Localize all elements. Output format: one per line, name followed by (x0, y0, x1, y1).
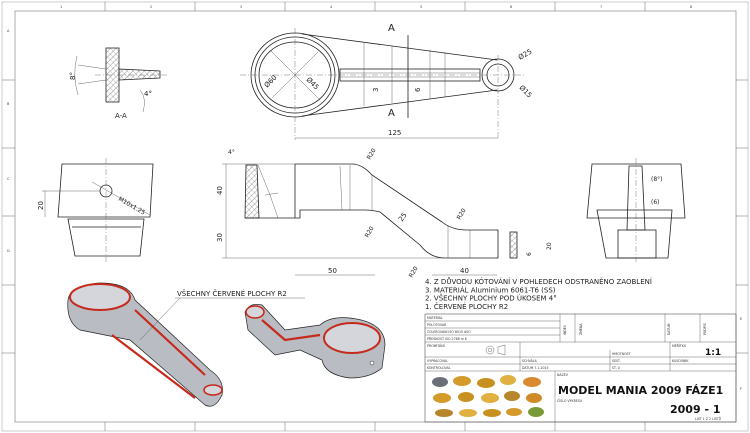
section-marker-a-bottom: A (388, 108, 395, 119)
tb-change: ZMĚNA (578, 323, 583, 335)
dim-draft-4: 4° (228, 149, 235, 156)
right-width-dim: (6) (651, 199, 660, 206)
angle-dim: 8° (69, 72, 77, 80)
ruler-row: B (7, 102, 10, 106)
ruler-col: 3 (240, 5, 242, 9)
tb-date-col: DATUM (667, 323, 671, 335)
dim-6: 6 (526, 252, 533, 256)
tb-checked: KONTROLOVAL (427, 366, 451, 370)
tb-st-v: ST. V. (612, 366, 621, 370)
draft-dim: 4° (144, 90, 152, 98)
ruler-col: 2 (150, 5, 152, 9)
dim-d60: Ø60 (263, 74, 279, 90)
projection-symbol-icon (485, 344, 506, 356)
ruler-col: 5 (420, 5, 422, 9)
model-mania-thumbnails (432, 375, 544, 417)
dim-40-bottom: 40 (460, 267, 469, 275)
note-4: 4. Z DŮVODU KÓTOVÁNÍ V POHLEDECH ODSTRAN… (425, 277, 652, 286)
note-2: 2. VŠECHNY PLOCHY POD ÚKOSEM 4° (425, 294, 557, 303)
dim-r20-1: R20 (366, 147, 378, 161)
dim-r20-3: R20 (364, 225, 376, 239)
dim-30: 30 (216, 233, 224, 242)
tb-approved: SCHVÁLIL (522, 358, 538, 363)
right-view: (8°) (6) (586, 158, 686, 262)
dim-d25: Ø25 (517, 48, 533, 62)
ruler-col: 7 (600, 5, 602, 9)
tb-pieces: KUSOVNÍK (672, 358, 689, 363)
dim-r20-4: R20 (408, 265, 420, 279)
tb-signature: PODPIS (703, 323, 707, 335)
tb-name-label: NÁZEV (557, 372, 569, 377)
dim-rib-3: 3 (372, 88, 380, 92)
dim-40: 40 (216, 186, 224, 195)
title-block: MATERIÁL POLOTOVAR TOLEROVÁNÍ ISO 8015 A… (424, 313, 737, 423)
drawing-number: 2009 - 1 (670, 403, 721, 416)
tb-precision: PŘESNOST ISO 2768 m K (427, 336, 468, 341)
dim-50: 50 (328, 267, 337, 275)
tb-sest: SEST. (612, 359, 621, 363)
dim-20-right: 20 (546, 242, 553, 250)
top-view: A A Ø60 Ø45 Ø25 Ø15 3 6 125 (240, 23, 533, 140)
dim-r20-2: R20 (456, 207, 468, 221)
section-view-a-a: 8° 4° A-A (69, 47, 168, 120)
ruler-row: F (740, 387, 742, 391)
ruler-row: E (740, 317, 742, 321)
tb-material: MATERIÁL (427, 315, 443, 320)
thread-dim: M10x1.25 (117, 196, 146, 217)
front-view: 40 30 4° 50 40 25 R20 R20 R20 R20 6 20 (216, 147, 553, 279)
dim-length-125: 125 (388, 129, 401, 137)
ruler-row: D (7, 249, 10, 253)
note-1: 1. ČERVENÉ PLOCHY R2 (425, 302, 508, 311)
section-label: A-A (115, 112, 127, 120)
ruler-col: 8 (690, 5, 692, 9)
isometric-part-1 (67, 282, 223, 407)
ruler-col: 6 (510, 5, 512, 9)
tb-date: DATUM 7.1.2015 (522, 366, 549, 370)
tb-mass: HMOTNOST (612, 352, 631, 356)
section-marker-a-top: A (388, 23, 395, 34)
isometric-part-2 (244, 303, 386, 379)
tb-tolerance: TOLEROVÁNÍ ISO 8015 AVO (426, 329, 471, 334)
ruler-row: A (7, 29, 10, 33)
tb-index: INDEX (563, 324, 567, 335)
dim-rib-6: 6 (414, 87, 422, 92)
tb-number-label: ČÍSLO VÝKRESU (557, 398, 583, 403)
dim-20: 20 (37, 201, 45, 210)
note-3: 3. MATERIÁL Aluminium 6061-T6 (SS) (425, 285, 556, 294)
ruler-row: C (7, 177, 10, 181)
drawing-notes: 4. Z DŮVODU KÓTOVÁNÍ V POHLEDECH ODSTRAN… (425, 277, 652, 311)
tb-drawn-by: VYPRACOVAL (427, 359, 448, 363)
drawing-title: MODEL MANIA 2009 FÁZE1 (558, 384, 723, 397)
tb-projection: PROMÍTÁNÍ (427, 343, 445, 348)
right-angle-dim: (8°) (651, 176, 663, 183)
left-view: M10x1.25 20 (37, 158, 154, 262)
dim-d45: Ø45 (305, 76, 321, 92)
dim-d15: Ø15 (518, 84, 534, 100)
tb-polotovar: POLOTOVAR (427, 323, 447, 327)
dim-25: 25 (397, 211, 409, 223)
tb-scale-label: MĚŘÍTKO (672, 343, 687, 348)
fillet-callout: VŠECHNY ČERVENÉ PLOCHY R2 (177, 289, 287, 298)
ruler-col: 4 (330, 5, 333, 9)
sheet-count: LIST 1 Z 2 LISTŮ (695, 416, 722, 421)
tb-scale: 1:1 (705, 348, 721, 358)
ruler-col: 1 (60, 5, 62, 9)
